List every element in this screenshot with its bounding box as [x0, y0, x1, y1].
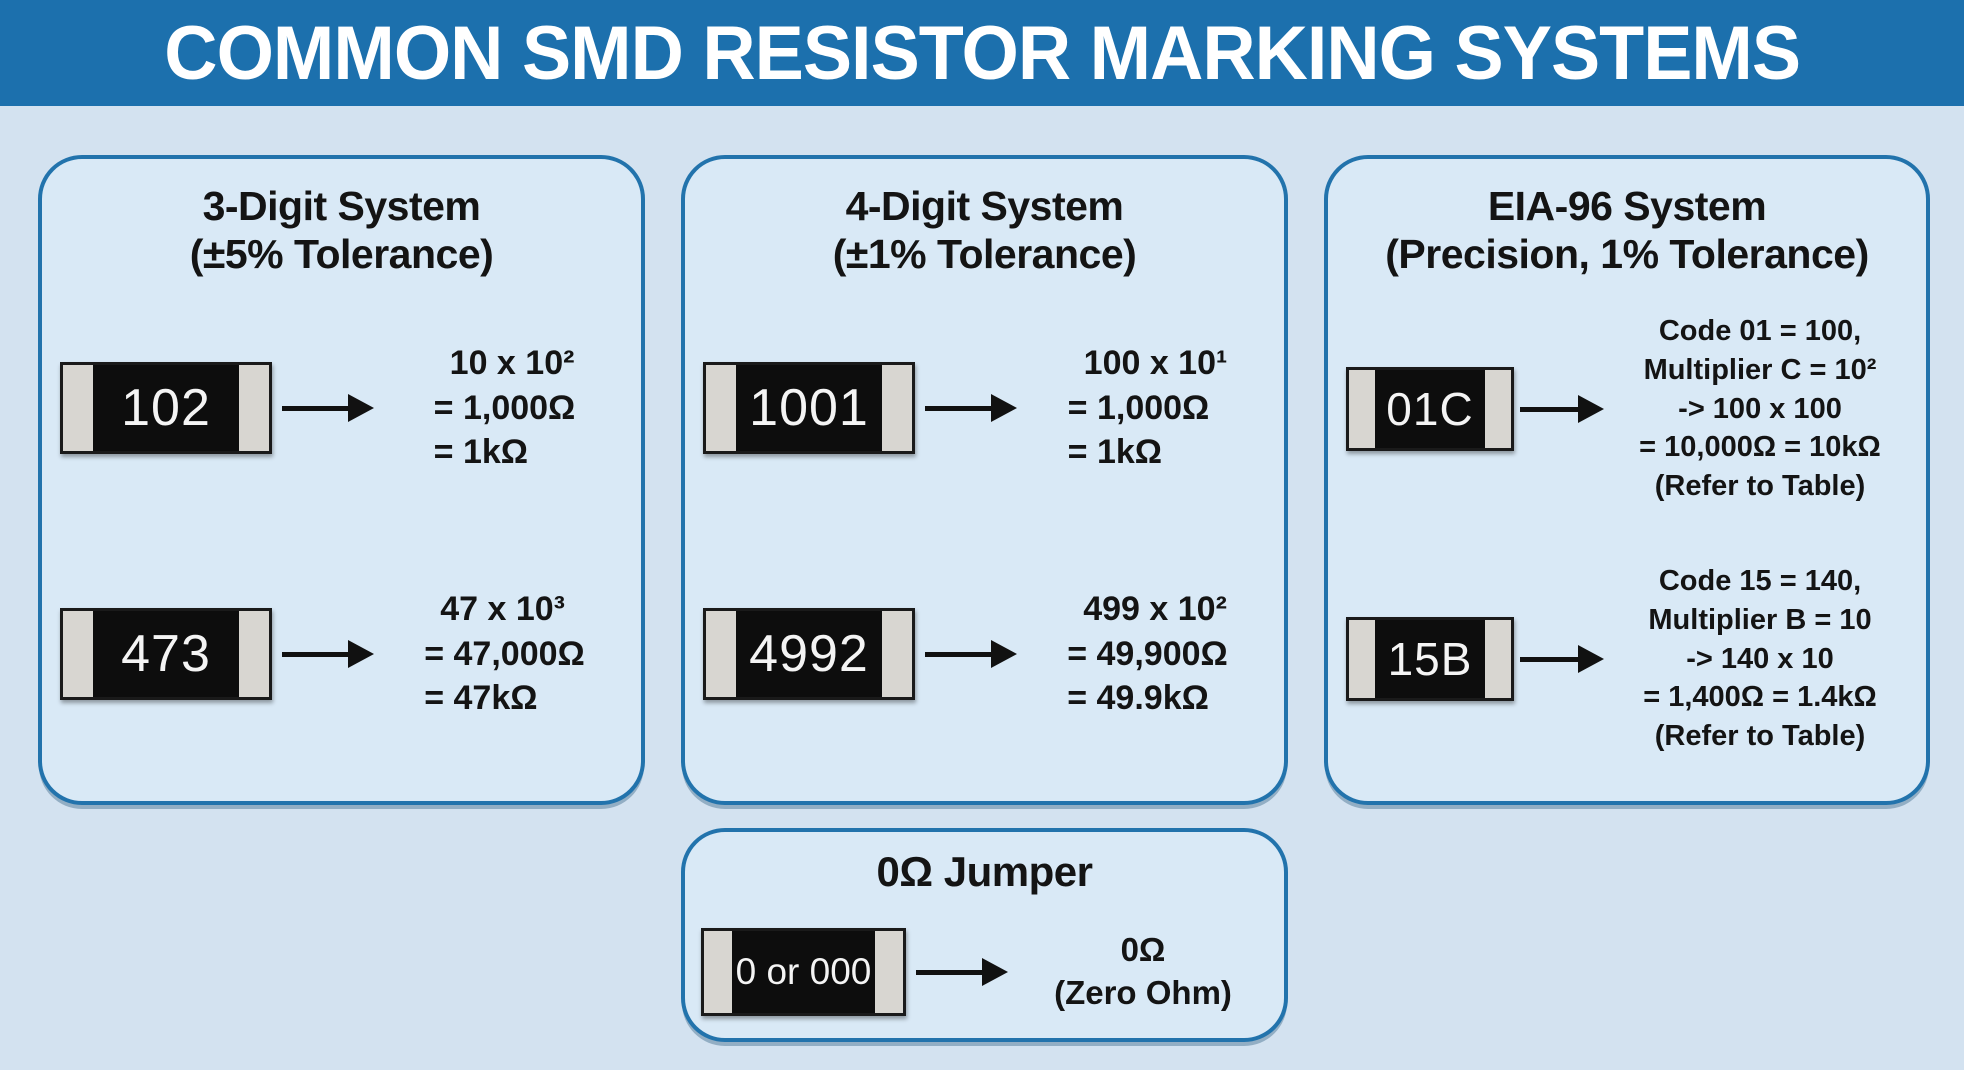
smd-resistor-chip: 01C [1346, 367, 1514, 451]
panel-title-block: 3-Digit System (±5% Tolerance) [42, 183, 641, 278]
arrow-icon [1520, 395, 1604, 423]
panel-title: 0Ω Jumper [876, 848, 1093, 895]
resistor-end-cap [706, 611, 736, 697]
panel-title-block: 4-Digit System (±1% Tolerance) [685, 183, 1284, 278]
example-row: 4992 499 x 10² = 49,900Ω = 49.9kΩ [685, 574, 1284, 734]
resistor-code: 0 or 000 [735, 951, 872, 992]
result-text: 0Ω (Zero Ohm) [1054, 931, 1232, 1011]
resistor-code: 473 [121, 625, 211, 683]
resistor-end-cap [1349, 370, 1375, 448]
panel-title: EIA-96 System [1487, 183, 1767, 229]
resistor-code: 4992 [749, 625, 869, 683]
result-text: Code 01 = 100, Multiplier C = 10² -> 100… [1639, 314, 1881, 503]
example-row: 473 47 x 10³ = 47,000Ω = 47kΩ [42, 574, 641, 734]
panel-title-block: 0Ω Jumper [685, 848, 1284, 897]
resistor-end-cap [63, 365, 93, 451]
panel-subtitle: (±5% Tolerance) [189, 230, 494, 277]
arrow-icon [916, 958, 1008, 986]
result-text: 47 x 10³ = 47,000Ω = 47kΩ [424, 589, 585, 718]
resistor-end-cap [704, 931, 732, 1013]
panel-subtitle: (Precision, 1% Tolerance) [1385, 230, 1869, 277]
resistor-end-cap [239, 611, 269, 697]
example-row: 01C Code 01 = 100, Multiplier C = 10² ->… [1328, 309, 1926, 509]
smd-resistor-chip: 4992 [703, 608, 915, 700]
result-text: 100 x 10¹ = 1,000Ω = 1kΩ [1067, 343, 1228, 472]
panel-subtitle: (±1% Tolerance) [832, 230, 1137, 277]
smd-resistor-chip: 473 [60, 608, 272, 700]
example-row: 102 10 x 10² = 1,000Ω = 1kΩ [42, 328, 641, 488]
example-row: 1001 100 x 10¹ = 1,000Ω = 1kΩ [685, 328, 1284, 488]
smd-resistor-chip: 102 [60, 362, 272, 454]
result-text: 10 x 10² = 1,000Ω = 1kΩ [433, 343, 576, 472]
resistor-code: 01C [1386, 383, 1474, 435]
panel-eia-96-system: EIA-96 System (Precision, 1% Tolerance) … [1324, 155, 1930, 805]
arrow-icon [282, 394, 374, 422]
arrow-icon [925, 640, 1017, 668]
arrow-icon [925, 394, 1017, 422]
panel-4-digit-system: 4-Digit System (±1% Tolerance) 1001 100 … [681, 155, 1288, 805]
resistor-code: 1001 [749, 379, 869, 437]
resistor-end-cap [63, 611, 93, 697]
panel-3-digit-system: 3-Digit System (±5% Tolerance) 102 10 x … [38, 155, 645, 805]
result-text: Code 15 = 140, Multiplier B = 10 -> 140 … [1643, 564, 1877, 753]
example-row: 0 or 000 0Ω (Zero Ohm) [685, 917, 1284, 1027]
arrow-icon [282, 640, 374, 668]
panel-zero-ohm-jumper: 0Ω Jumper 0 or 000 0Ω (Zero Ohm) [681, 828, 1288, 1042]
resistor-end-cap [882, 611, 912, 697]
resistor-code: 15B [1387, 633, 1473, 685]
arrow-icon [1520, 645, 1604, 673]
resistor-end-cap [882, 365, 912, 451]
page-header: COMMON SMD RESISTOR MARKING SYSTEMS [0, 0, 1964, 106]
resistor-end-cap [1349, 620, 1375, 698]
resistor-end-cap [239, 365, 269, 451]
smd-resistor-chip: 15B [1346, 617, 1514, 701]
resistor-code: 102 [121, 379, 211, 437]
smd-resistor-chip: 0 or 000 [701, 928, 906, 1016]
resistor-end-cap [875, 931, 903, 1013]
page-title: COMMON SMD RESISTOR MARKING SYSTEMS [164, 10, 1801, 96]
panel-title-block: EIA-96 System (Precision, 1% Tolerance) [1328, 183, 1926, 278]
resistor-end-cap [1485, 370, 1511, 448]
resistor-end-cap [1485, 620, 1511, 698]
example-row: 15B Code 15 = 140, Multiplier B = 10 -> … [1328, 559, 1926, 759]
smd-resistor-chip: 1001 [703, 362, 915, 454]
panel-title: 4-Digit System [845, 183, 1124, 229]
panel-title: 3-Digit System [202, 183, 481, 229]
resistor-end-cap [706, 365, 736, 451]
result-text: 499 x 10² = 49,900Ω = 49.9kΩ [1067, 589, 1228, 718]
